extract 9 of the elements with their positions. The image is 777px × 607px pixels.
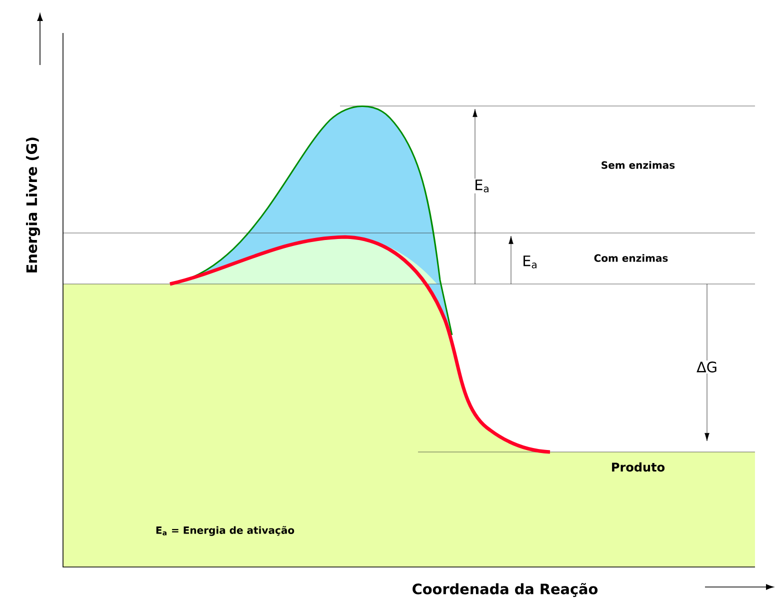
axis-label: Energia Livre (G) (26, 138, 40, 272)
curve-label: Com enzimas (594, 254, 668, 262)
energy-label: E$_{a}$ (524, 256, 536, 268)
energy-label: E$_{a}$ (473, 178, 491, 194)
curve-label: Sem enzimas (602, 161, 675, 169)
note: E$_{a}$ = Energia de ativação (156, 526, 294, 536)
level-label: Produto (612, 462, 665, 472)
energy-label: ΔG (696, 360, 718, 374)
axis-label: Coordenada da Reação (412, 582, 598, 597)
